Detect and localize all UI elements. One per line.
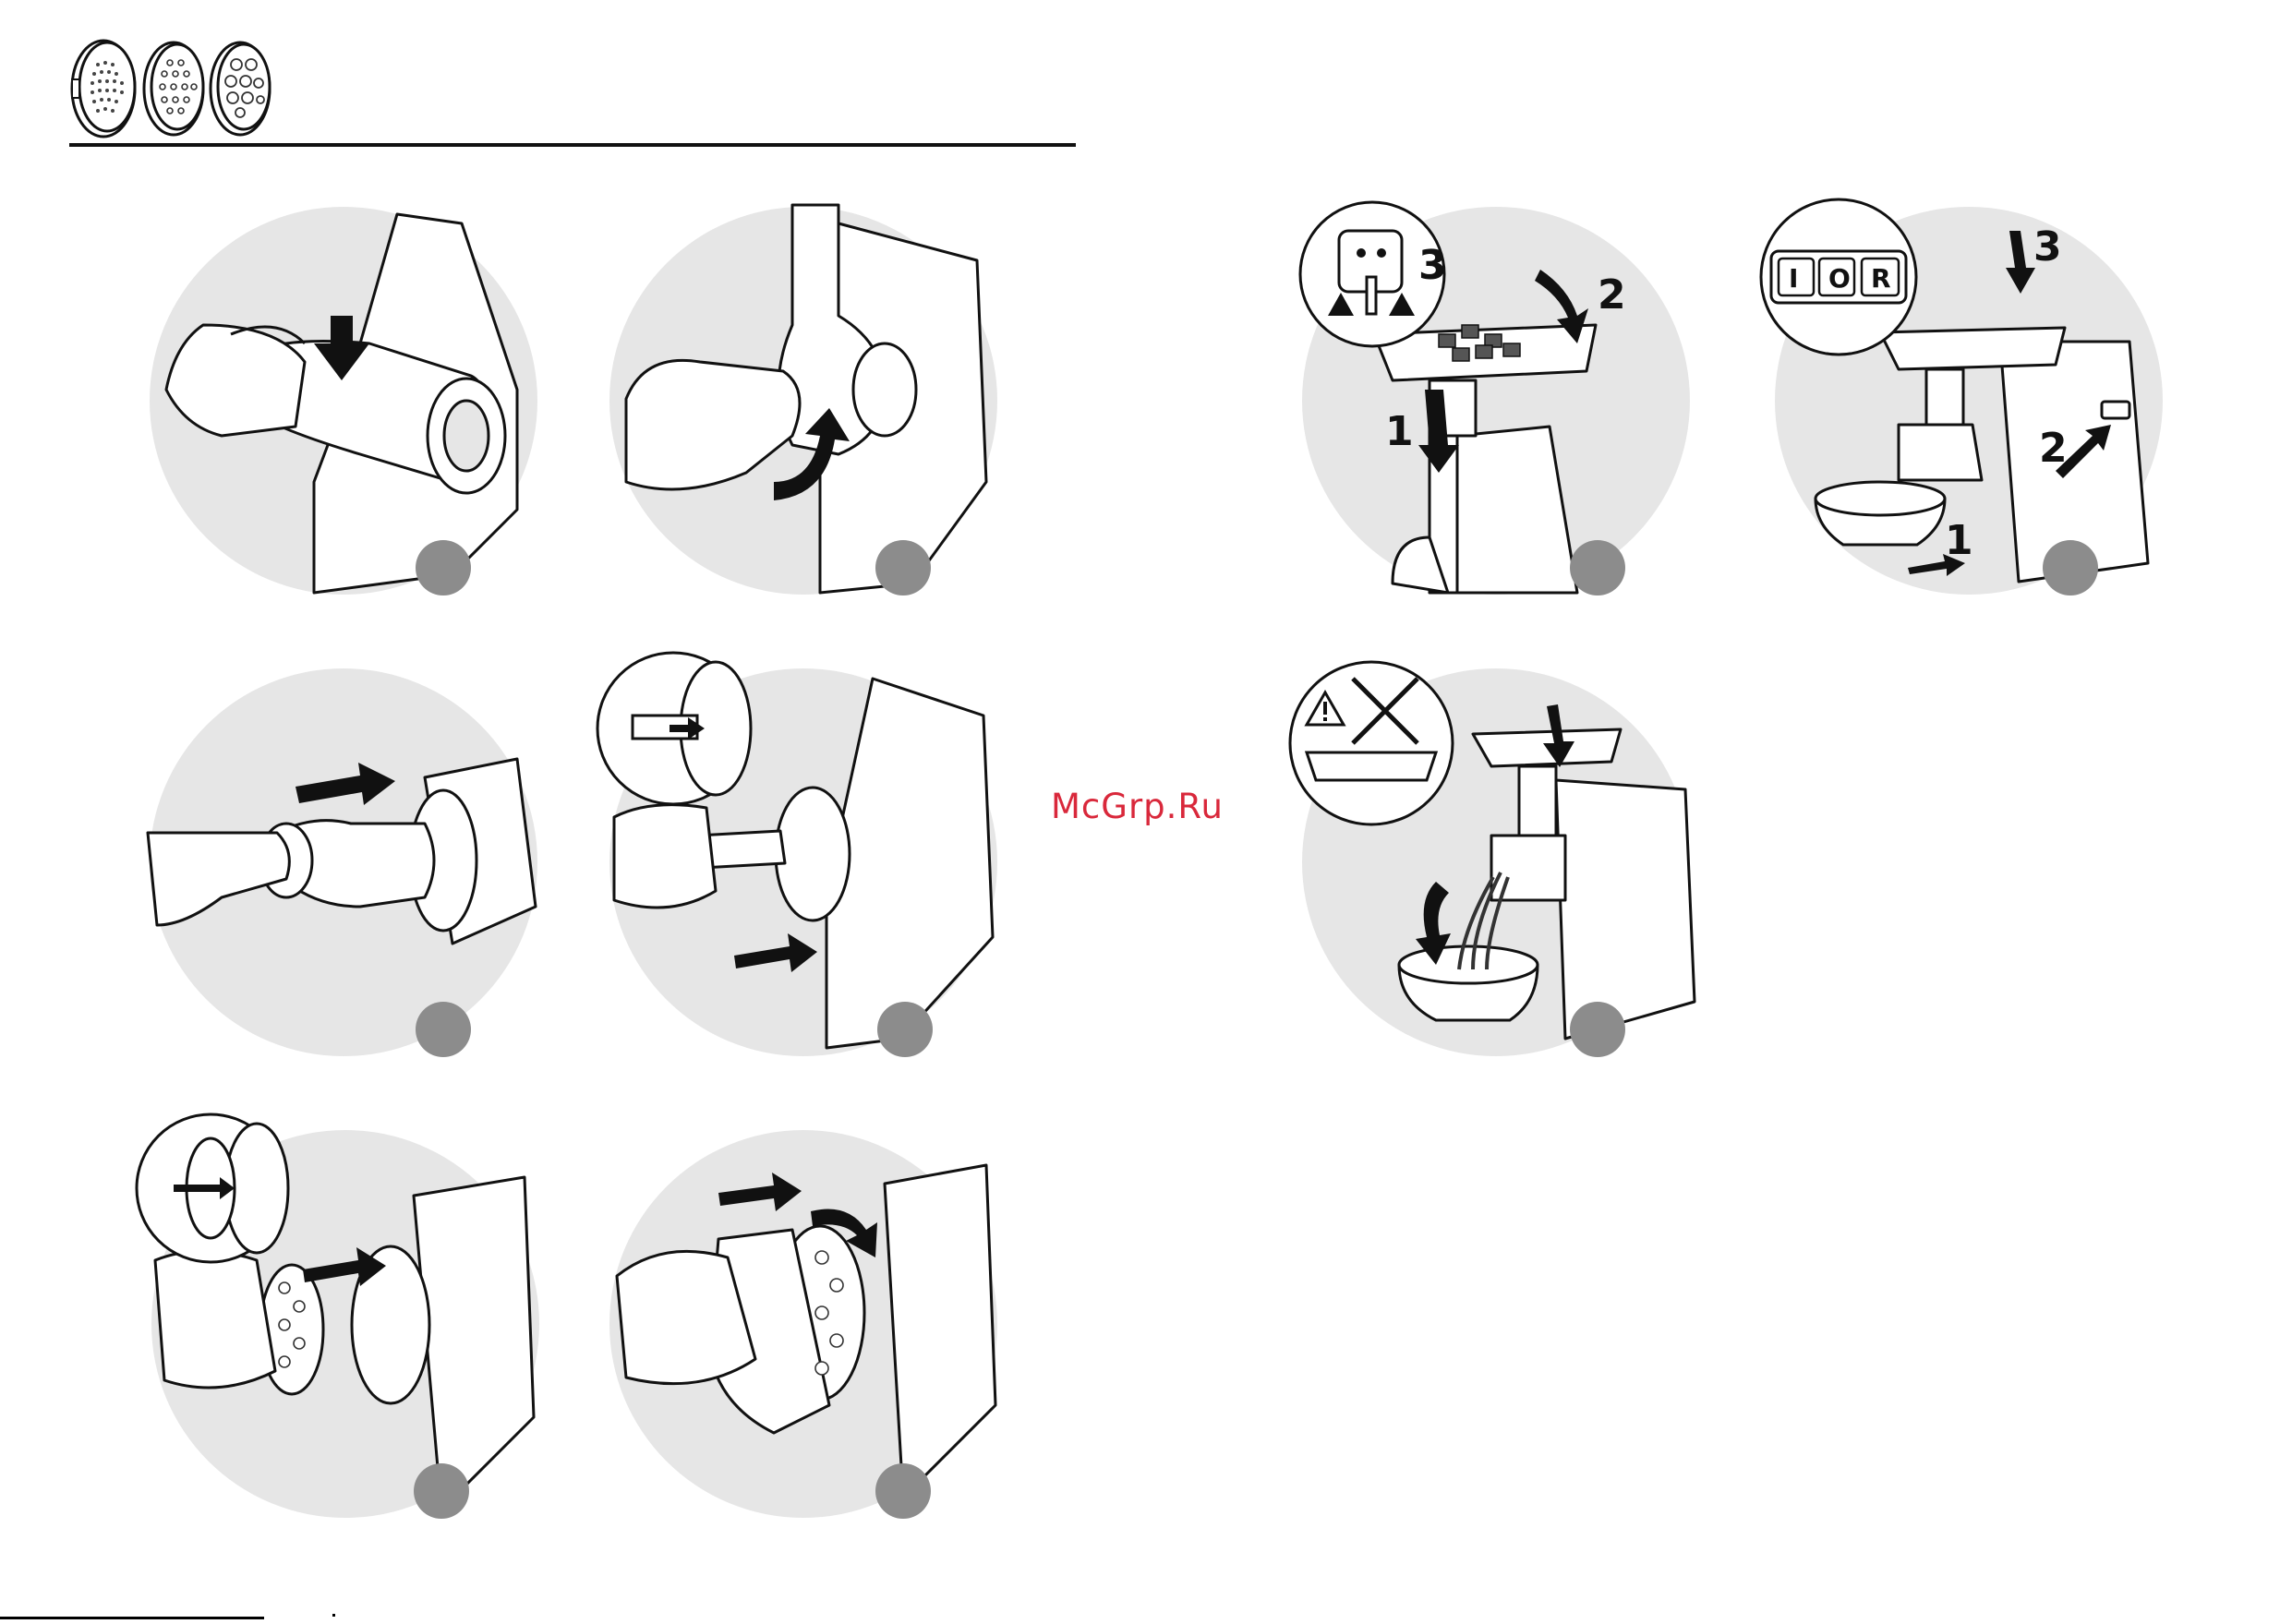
hand: [166, 325, 305, 436]
step-number: 3: [2033, 223, 2062, 271]
step-badge: [2043, 540, 2098, 595]
panel-insert-disc: [137, 1113, 543, 1519]
warning-inset: [1290, 662, 1453, 824]
panel-attach-tube: [148, 205, 539, 596]
step-badge: [1570, 540, 1625, 595]
switch-label-reverse: R: [1871, 263, 1891, 294]
plug-inset: 3: [1300, 202, 1447, 346]
step-badge: [416, 540, 471, 595]
disc-inset: [137, 1114, 288, 1262]
motor-housing: [885, 1165, 995, 1498]
feed-tray: [1880, 328, 2065, 369]
step-badge: [416, 1002, 471, 1057]
step-number: 2: [1598, 271, 1626, 319]
medium-disc-icon: [144, 42, 203, 135]
panel-tighten-ring: [608, 1128, 999, 1520]
header-rule: [69, 143, 1076, 147]
step-badge: [875, 540, 931, 595]
panel-lock-tube: [608, 205, 999, 596]
panel-plug-and-fill: 3 2 1: [1300, 205, 1692, 602]
switch-label-off: O: [1828, 263, 1851, 294]
grinding-discs-header: [65, 37, 286, 143]
tube-end: [776, 788, 850, 920]
step-badge: [877, 1002, 933, 1057]
step-number: 3: [1418, 242, 1447, 289]
step-badge: [875, 1463, 931, 1519]
step-number: 1: [1385, 408, 1414, 455]
coarse-disc-icon: [211, 42, 270, 135]
hand: [614, 805, 716, 908]
panel-grinding: [1288, 651, 1695, 1057]
switch-label-on: I: [1789, 263, 1798, 294]
footer-mark: [332, 1614, 335, 1617]
hand: [155, 1251, 275, 1388]
fine-disc-icon: [72, 41, 135, 137]
panel-insert-blade: [596, 651, 1002, 1057]
step-badge: [414, 1463, 469, 1519]
watermark-text: McGrp.Ru: [1051, 787, 1245, 826]
switch-inset: I O R: [1761, 199, 1916, 355]
motor-housing: [1556, 780, 1695, 1039]
panel-switch-on: I O R 3 2 1: [1760, 194, 2166, 600]
blade-inset: [597, 653, 751, 804]
panel-insert-screw: [148, 667, 539, 1058]
footer-rule: [0, 1617, 264, 1619]
step-badge: [1570, 1002, 1625, 1057]
